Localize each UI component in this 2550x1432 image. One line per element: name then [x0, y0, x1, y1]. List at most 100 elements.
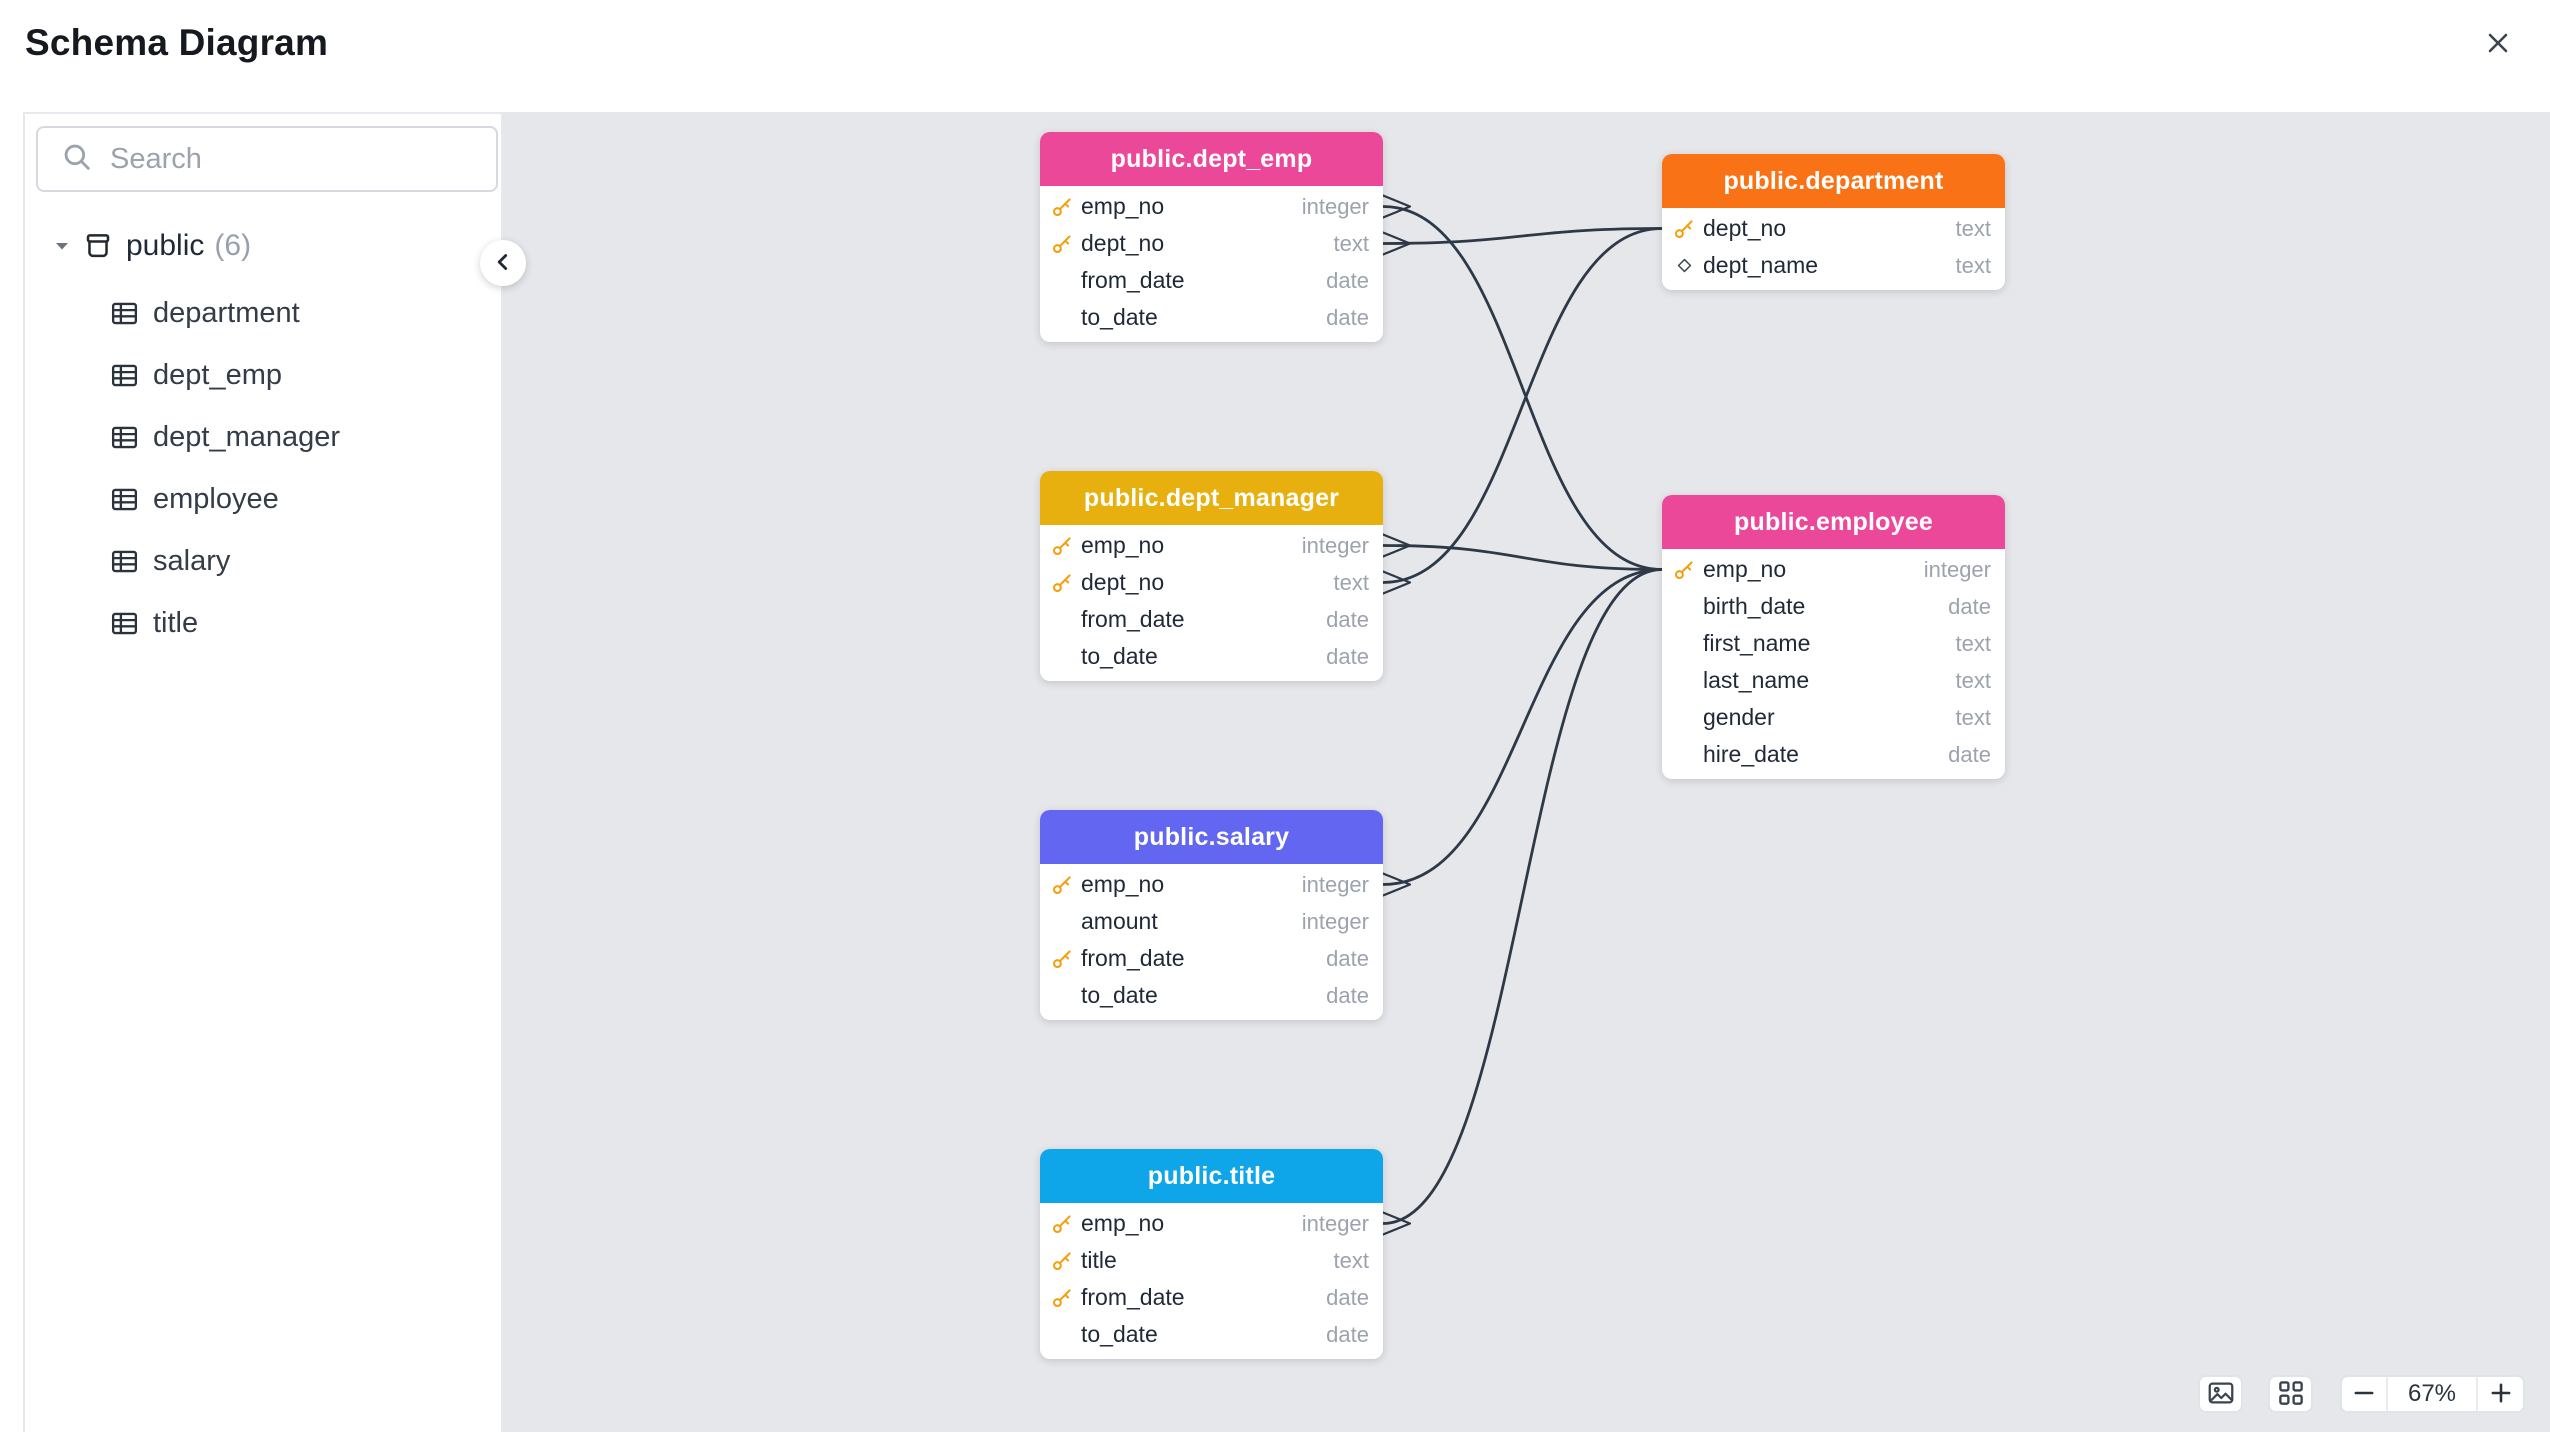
- column-type: date: [1326, 267, 1369, 293]
- column-name: gender: [1703, 704, 1775, 730]
- key-icon: [1050, 571, 1074, 595]
- close-icon: [2482, 27, 2514, 62]
- column-name: emp_no: [1081, 193, 1165, 219]
- no-icon: [1050, 645, 1074, 669]
- column-name: from_date: [1081, 945, 1185, 971]
- column-type: date: [1326, 606, 1369, 632]
- crows-foot-marker: [1381, 570, 1412, 595]
- sidebar-item-label: title: [153, 606, 199, 639]
- column-name: birth_date: [1703, 593, 1806, 619]
- column-name: emp_no: [1703, 556, 1787, 582]
- table-node-title[interactable]: public.employee: [1662, 495, 2005, 549]
- zoom-in-button[interactable]: [2476, 1377, 2523, 1411]
- column-type: integer: [1301, 532, 1369, 558]
- crows-foot-marker: [1381, 872, 1412, 897]
- column-type: text: [1955, 667, 1991, 693]
- search-box: [36, 126, 498, 192]
- no-icon: [1050, 306, 1074, 330]
- sidebar-item-dept_manager[interactable]: dept_manager: [25, 406, 501, 468]
- column-name: dept_no: [1703, 215, 1787, 241]
- column-name: dept_no: [1081, 569, 1165, 595]
- column-row-emp_no[interactable]: emp_no integer: [1662, 551, 2005, 588]
- table-node-title[interactable]: public.title: [1040, 1149, 1383, 1203]
- table-node-title[interactable]: public.dept_manager: [1040, 471, 1383, 525]
- key-icon: [1050, 195, 1074, 219]
- relationship-edge-salary-employee: [1381, 568, 1664, 886]
- key-icon: [1050, 1212, 1074, 1236]
- table-node-title[interactable]: public.department: [1662, 154, 2005, 208]
- no-icon: [1050, 1323, 1074, 1347]
- sidebar-item-label: salary: [153, 544, 231, 577]
- no-icon: [1672, 632, 1696, 656]
- close-button[interactable]: [2478, 24, 2518, 64]
- sidebar-item-dept_emp[interactable]: dept_emp: [25, 344, 501, 406]
- diamond-icon: [1672, 254, 1696, 278]
- sidebar-item-employee[interactable]: employee: [25, 468, 501, 530]
- key-icon: [1050, 947, 1074, 971]
- column-type: date: [1948, 741, 1991, 767]
- column-type: text: [1955, 704, 1991, 730]
- search-input[interactable]: [108, 141, 480, 177]
- sidebar-item-department[interactable]: department: [25, 282, 501, 344]
- table-icon: [109, 422, 140, 453]
- column-name: to_date: [1081, 982, 1158, 1008]
- minus-icon: [2350, 1379, 2378, 1410]
- column-row-emp_no[interactable]: emp_no integer: [1040, 188, 1383, 225]
- column-type: integer: [1301, 193, 1369, 219]
- column-name: from_date: [1081, 1284, 1185, 1310]
- sidebar-item-label: department: [153, 296, 300, 329]
- zoom-level: 67%: [2388, 1377, 2476, 1411]
- export-image-button[interactable]: [2198, 1375, 2243, 1413]
- tables-sidebar: public (6) department dept_empdept_manage…: [23, 112, 503, 1432]
- column-name: title: [1081, 1247, 1117, 1273]
- auto-layout-button[interactable]: [2268, 1375, 2313, 1413]
- schema-node-public[interactable]: public (6): [25, 218, 501, 274]
- sidebar-collapse-button[interactable]: [480, 240, 526, 286]
- column-type: date: [1326, 1321, 1369, 1347]
- zoom-out-button[interactable]: [2342, 1377, 2388, 1411]
- zoom-control-group: 67%: [2340, 1375, 2525, 1413]
- relationship-edge-title-employee: [1381, 568, 1664, 1225]
- column-type: integer: [1301, 1210, 1369, 1236]
- table-node-title[interactable]: public.dept_emp: [1040, 132, 1383, 186]
- schema-icon: [82, 230, 114, 262]
- key-icon: [1050, 1249, 1074, 1273]
- column-type: date: [1326, 982, 1369, 1008]
- column-type: integer: [1923, 556, 1991, 582]
- table-node-title[interactable]: public.salary: [1040, 810, 1383, 864]
- column-row-gender[interactable]: gender text: [1662, 699, 2005, 736]
- sidebar-item-salary[interactable]: salary: [25, 530, 501, 592]
- column-row-to_date[interactable]: to_date date: [1040, 977, 1383, 1014]
- sidebar-item-title[interactable]: title: [25, 592, 501, 654]
- caret-down-icon[interactable]: [52, 236, 72, 256]
